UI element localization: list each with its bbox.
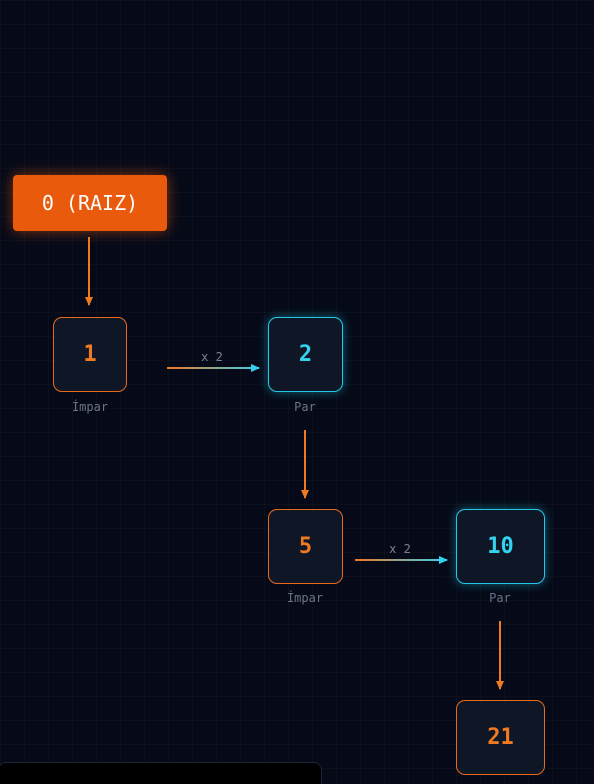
node-10[interactable]: 10 [456,509,545,584]
bottom-panel [0,762,322,784]
node-2[interactable]: 2 [268,317,343,392]
node-2-parity-label: Par [294,400,316,414]
node-5[interactable]: 5 [268,509,343,584]
root-node[interactable]: 0 (RAIZ) [13,175,167,231]
node-1-parity-label: Ímpar [71,400,109,414]
node-21[interactable]: 21 [456,700,545,775]
edge-label-5-to-10: x 2 [389,542,411,556]
node-5-parity-label: Ímpar [286,591,324,605]
node-10-parity-label: Par [489,591,511,605]
edge-label-1-to-2: x 2 [201,350,223,364]
node-1[interactable]: 1 [53,317,127,392]
